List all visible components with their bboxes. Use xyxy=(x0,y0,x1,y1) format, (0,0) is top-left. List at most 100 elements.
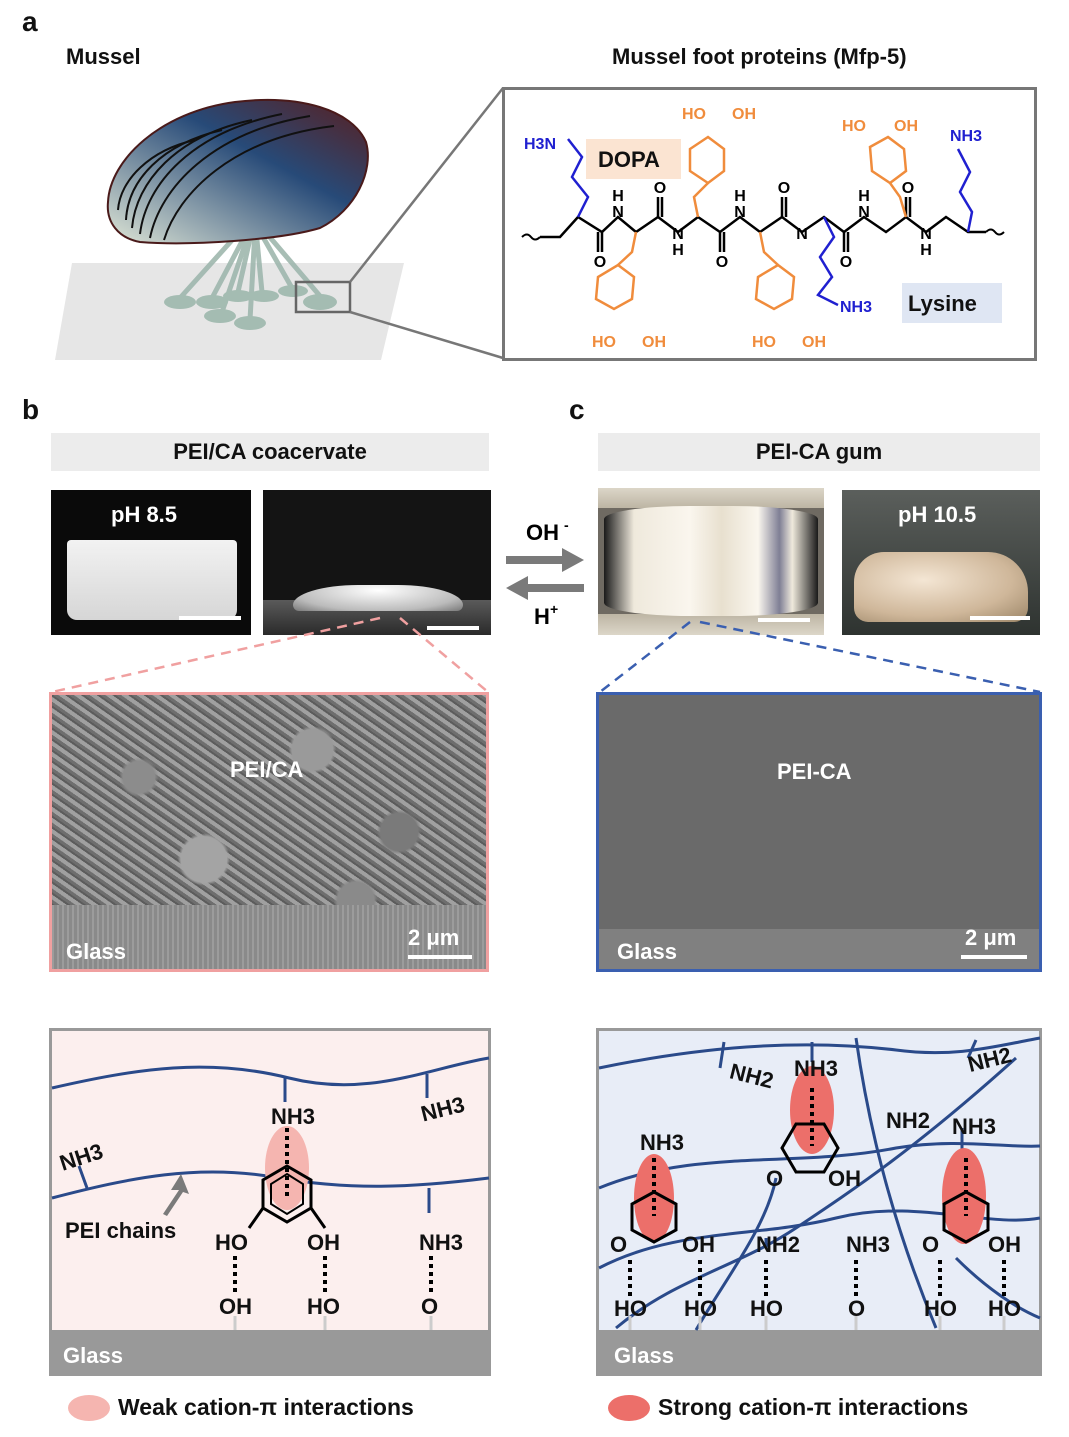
scale-bar xyxy=(970,616,1030,620)
mussel-illustration xyxy=(55,87,504,360)
scale-label: 2 μm xyxy=(965,925,1017,950)
svg-text:N: N xyxy=(672,226,684,243)
svg-text:HO: HO xyxy=(752,334,776,351)
svg-text:O: O xyxy=(848,1296,865,1321)
svg-text:H: H xyxy=(672,242,684,259)
ph-label: pH 8.5 xyxy=(111,502,178,527)
weak-legend-swatch xyxy=(68,1395,110,1421)
schematic-weak: NH3 NH3 NH3 HO OH NH3 OH HO O PEI chains… xyxy=(49,1028,491,1376)
svg-text:O: O xyxy=(594,254,606,271)
svg-text:O: O xyxy=(610,1232,627,1257)
protein-title: Mussel foot proteins (Mfp-5) xyxy=(612,44,907,69)
photo-droplet xyxy=(263,490,491,635)
panel-a-label: a xyxy=(22,6,38,37)
svg-text:NH3: NH3 xyxy=(640,1130,684,1155)
scale-label: 2 μm xyxy=(408,925,460,950)
svg-text:NH3: NH3 xyxy=(846,1232,890,1257)
svg-text:N: N xyxy=(612,204,624,221)
svg-text:HO: HO xyxy=(307,1294,340,1319)
dopa-label: DOPA xyxy=(598,147,660,172)
svg-text:N: N xyxy=(796,226,808,243)
svg-text:O: O xyxy=(766,1166,783,1191)
svg-text:H3N: H3N xyxy=(524,136,556,153)
svg-text:OH: OH xyxy=(988,1232,1021,1257)
svg-text:HO: HO xyxy=(682,106,706,123)
weak-legend-label: Weak cation-π interactions xyxy=(118,1394,414,1420)
svg-text:O: O xyxy=(840,254,852,271)
svg-text:OH: OH xyxy=(526,520,559,545)
scale-bar xyxy=(179,616,241,620)
photo-vial-ph105: pH 10.5 xyxy=(842,490,1040,635)
sem-label: PEI-CA xyxy=(777,759,852,784)
svg-text:HO: HO xyxy=(684,1296,717,1321)
svg-text:OH: OH xyxy=(219,1294,252,1319)
svg-text:O: O xyxy=(778,180,790,197)
strong-legend-label: Strong cation-π interactions xyxy=(658,1394,969,1420)
sem-label: PEI/CA xyxy=(230,757,304,782)
svg-text:O: O xyxy=(421,1294,438,1319)
svg-text:-: - xyxy=(564,517,569,533)
panel-b-title: PEI/CA coacervate xyxy=(51,433,489,471)
lysine-label: Lysine xyxy=(908,291,977,316)
svg-text:OH: OH xyxy=(682,1232,715,1257)
svg-text:OH: OH xyxy=(802,334,826,351)
svg-text:HO: HO xyxy=(842,118,866,135)
svg-text:NH3: NH3 xyxy=(419,1230,463,1255)
svg-text:OH: OH xyxy=(828,1166,861,1191)
svg-text:OH: OH xyxy=(732,106,756,123)
zoom-box xyxy=(294,280,352,314)
svg-text:Glass: Glass xyxy=(614,1343,674,1368)
svg-text:NH2: NH2 xyxy=(756,1232,800,1257)
back-arrow xyxy=(506,576,584,600)
sem-coacervate: PEI/CA Glass 2 μm xyxy=(49,692,489,972)
svg-text:NH3: NH3 xyxy=(271,1104,315,1129)
svg-text:NH3: NH3 xyxy=(952,1114,996,1139)
svg-text:OH: OH xyxy=(642,334,666,351)
photo-gum-stretch xyxy=(598,488,824,635)
svg-text:N: N xyxy=(858,204,870,221)
svg-text:O: O xyxy=(902,180,914,197)
svg-text:H: H xyxy=(534,604,550,629)
svg-text:HO: HO xyxy=(988,1296,1021,1321)
strong-legend-swatch xyxy=(608,1395,650,1421)
scale-bar xyxy=(427,626,479,630)
scale-bar xyxy=(961,955,1027,959)
svg-text:HO: HO xyxy=(592,334,616,351)
svg-text:N: N xyxy=(734,204,746,221)
sem-gum: PEI-CA Glass 2 μm xyxy=(596,692,1042,972)
svg-text:PEI chains: PEI chains xyxy=(65,1218,176,1243)
svg-text:O: O xyxy=(654,180,666,197)
svg-text:HO: HO xyxy=(750,1296,783,1321)
glass-label: Glass xyxy=(617,939,677,964)
panel-b-label: b xyxy=(22,394,40,425)
svg-text:O: O xyxy=(922,1232,939,1257)
svg-text:H: H xyxy=(920,242,932,259)
svg-text:OH: OH xyxy=(894,118,918,135)
svg-text:N: N xyxy=(920,226,932,243)
glass-label: Glass xyxy=(66,939,126,964)
svg-text:H: H xyxy=(612,188,624,205)
svg-text:H: H xyxy=(734,188,746,205)
svg-text:NH3: NH3 xyxy=(840,299,872,316)
panel-c-title: PEI-CA gum xyxy=(598,433,1040,471)
svg-text:NH2: NH2 xyxy=(886,1108,930,1133)
svg-text:HO: HO xyxy=(614,1296,647,1321)
svg-text:HO: HO xyxy=(215,1230,248,1255)
svg-text:NH3: NH3 xyxy=(950,128,982,145)
svg-text:Glass: Glass xyxy=(63,1343,123,1368)
mussel-title: Mussel xyxy=(66,44,141,69)
svg-text:O: O xyxy=(716,254,728,271)
svg-text:+: + xyxy=(550,601,558,617)
svg-text:HO: HO xyxy=(924,1296,957,1321)
ph-label: pH 10.5 xyxy=(898,502,977,527)
svg-text:NH3: NH3 xyxy=(794,1056,838,1081)
schematic-strong: NH2 NH3 NH2 NH2 NH3 NH3 O OH O OH NH2 NH… xyxy=(596,1028,1042,1376)
scale-bar xyxy=(408,955,472,959)
svg-text:OH: OH xyxy=(307,1230,340,1255)
panel-c-label: c xyxy=(569,394,585,425)
svg-text:H: H xyxy=(858,188,870,205)
mfp5-structure: O O O O O O N H N H N H N N H N H H3N NH… xyxy=(502,87,1037,361)
forward-arrow xyxy=(506,548,584,572)
mussel-shell xyxy=(106,98,369,245)
reversible-arrows: OH - H + xyxy=(506,517,584,629)
